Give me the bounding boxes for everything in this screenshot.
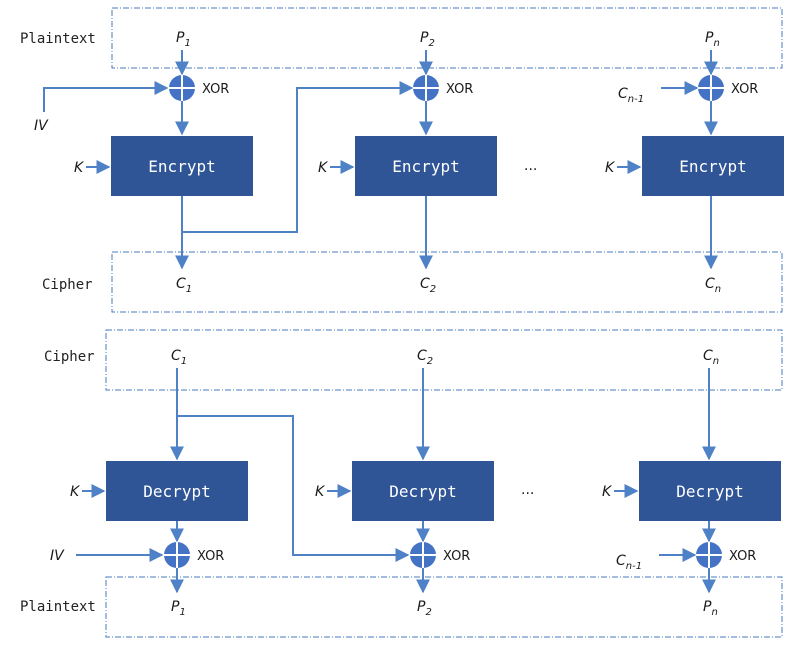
decrypt-input-2: C2 bbox=[417, 348, 433, 367]
decrypt-key-1: K bbox=[70, 484, 81, 500]
xor-icon bbox=[164, 542, 190, 568]
encrypt-ellipsis: ... bbox=[524, 158, 537, 174]
decrypt-input-n: Cn bbox=[703, 348, 719, 367]
decrypt-output-1: P1 bbox=[171, 599, 186, 618]
decrypt-ellipsis: ... bbox=[521, 482, 534, 498]
decrypt-block-2-label: Decrypt bbox=[389, 482, 456, 501]
encrypt-block-2-label: Encrypt bbox=[392, 157, 459, 176]
decrypt-block-n-label: Decrypt bbox=[676, 482, 743, 501]
encrypt-xor-label-2: XOR bbox=[446, 82, 473, 97]
encrypt-plaintext-label: Plaintext bbox=[20, 31, 96, 47]
encrypt-key-n: K bbox=[605, 160, 616, 176]
xor-icon bbox=[169, 75, 195, 101]
encrypt-input-n: Pn bbox=[705, 30, 720, 49]
decrypt-key-n: K bbox=[602, 484, 613, 500]
encrypt-input-2: P2 bbox=[420, 30, 435, 49]
decrypt-chain-in-label: Cn-1 bbox=[616, 553, 642, 572]
encrypt-input-1: P1 bbox=[176, 30, 191, 49]
decrypt-xor-label-1: XOR bbox=[197, 549, 224, 564]
xor-icon bbox=[413, 75, 439, 101]
encrypt-output-n: Cn bbox=[705, 276, 721, 295]
decrypt-input-1: C1 bbox=[171, 348, 187, 367]
decrypt-iv-label: IV bbox=[50, 548, 65, 564]
encrypt-block-n bbox=[642, 136, 784, 196]
encrypt-block-1 bbox=[111, 136, 253, 196]
encrypt-iv-line bbox=[43, 81, 169, 112]
encryption-section: Plaintext Cipher P1 XOR IV K Encrypt C1 … bbox=[20, 7, 784, 313]
encrypt-cipher-label: Cipher bbox=[42, 277, 93, 293]
encrypt-key-2: K bbox=[318, 160, 329, 176]
encrypt-output-1: C1 bbox=[176, 276, 192, 295]
decrypt-cipher-band bbox=[105, 329, 783, 391]
encrypt-xor-label-n: XOR bbox=[731, 82, 758, 97]
encrypt-output-2: C2 bbox=[420, 276, 436, 295]
encrypt-block-n-label: Encrypt bbox=[679, 157, 746, 176]
encrypt-iv-label: IV bbox=[34, 118, 49, 134]
decryption-section: Cipher Plaintext C1 K Decrypt XOR IV P1 … bbox=[20, 329, 783, 638]
xor-icon bbox=[696, 542, 722, 568]
encrypt-xor-label-1: XOR bbox=[202, 82, 229, 97]
encrypt-chain-line bbox=[182, 81, 414, 233]
decrypt-cipher-label: Cipher bbox=[44, 349, 95, 365]
encrypt-plaintext-band bbox=[111, 7, 783, 69]
xor-icon bbox=[698, 75, 724, 101]
encrypt-block-1-label: Encrypt bbox=[148, 157, 215, 176]
decrypt-output-n: Pn bbox=[703, 599, 718, 618]
encrypt-key-1: K bbox=[74, 160, 85, 176]
encrypt-block-2 bbox=[355, 136, 497, 196]
decrypt-block-2 bbox=[352, 461, 494, 521]
decrypt-key-2: K bbox=[315, 484, 326, 500]
decrypt-block-n bbox=[639, 461, 781, 521]
encrypt-cipher-band bbox=[111, 251, 783, 313]
decrypt-xor-label-2: XOR bbox=[443, 549, 470, 564]
encrypt-chain-in-label: Cn-1 bbox=[618, 86, 644, 105]
decrypt-chain-line bbox=[177, 415, 410, 562]
decrypt-block-1-label: Decrypt bbox=[143, 482, 210, 501]
decrypt-output-2: P2 bbox=[417, 599, 432, 618]
decrypt-block-1 bbox=[106, 461, 248, 521]
decrypt-plaintext-label: Plaintext bbox=[20, 599, 96, 615]
decrypt-xor-label-n: XOR bbox=[729, 549, 756, 564]
decrypt-plaintext-band bbox=[105, 576, 783, 638]
xor-icon bbox=[410, 542, 436, 568]
